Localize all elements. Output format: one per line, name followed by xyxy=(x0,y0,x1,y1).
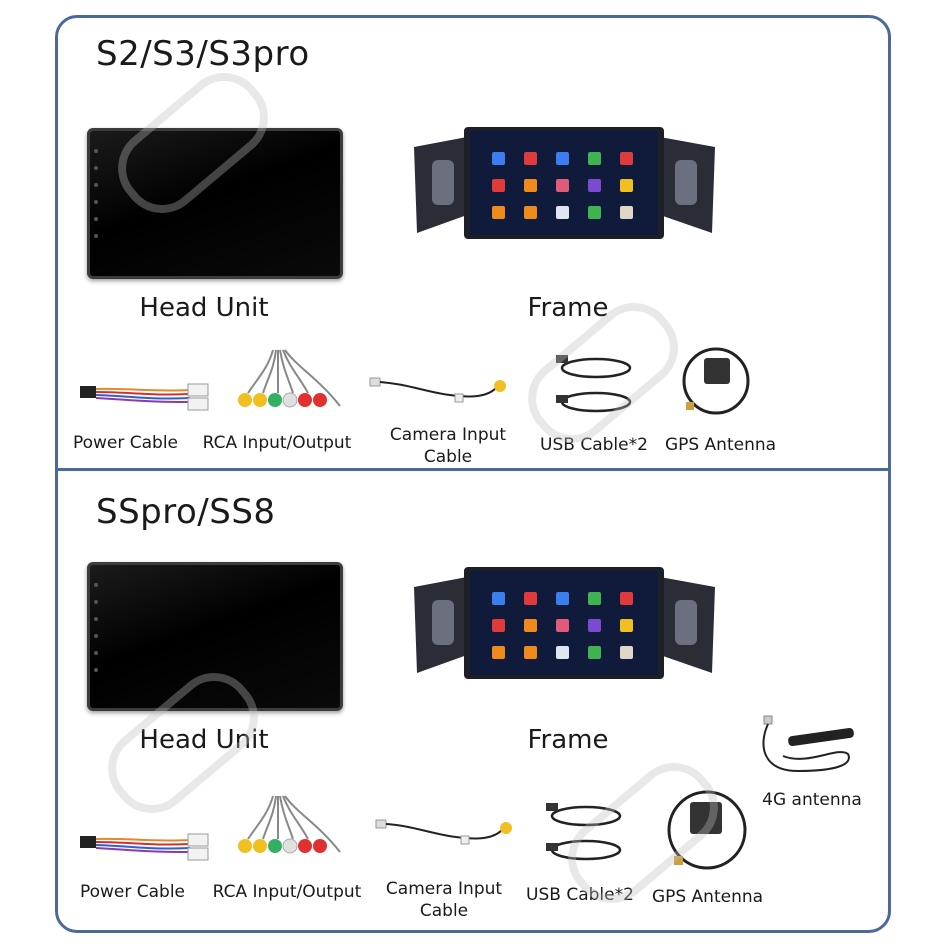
gps-antenna-icon xyxy=(667,790,747,870)
head-unit-label-2: Head Unit xyxy=(139,725,269,755)
power-cable-icon xyxy=(80,833,209,861)
camera-cable-icon xyxy=(375,819,512,845)
usb-cable-icon xyxy=(546,803,622,861)
accessory-label-rca-1: RCA Input/Output xyxy=(202,433,352,453)
section-divider xyxy=(55,468,891,471)
accessory-label-power-cable-2: Power Cable xyxy=(79,882,186,902)
accessory-label-4g-2: 4G antenna xyxy=(762,790,862,810)
app-grid-icon xyxy=(492,592,633,659)
accessory-label-power-cable-1: Power Cable xyxy=(72,433,179,453)
section-title-1: S2/S3/S3pro xyxy=(96,34,310,74)
usb-cable-icon xyxy=(556,355,632,413)
4g-antenna-icon xyxy=(762,715,854,773)
section-title-2: SSpro/SS8 xyxy=(96,492,276,532)
power-cable-icon xyxy=(80,383,209,411)
head-unit-image-1 xyxy=(87,128,343,279)
frame-image-1 xyxy=(414,127,715,239)
gps-antenna-icon xyxy=(682,347,750,415)
accessory-label-gps-1: GPS Antenna xyxy=(664,435,777,455)
head-unit-label-1: Head Unit xyxy=(139,293,269,323)
frame-label-1: Frame xyxy=(527,293,609,323)
camera-cable-icon xyxy=(369,377,506,403)
accessory-label-gps-2: GPS Antenna xyxy=(651,887,764,907)
rca-cable-icon xyxy=(238,795,341,854)
rca-cable-icon xyxy=(238,349,341,408)
head-unit-image-2 xyxy=(87,562,343,711)
accessory-label-usb-2: USB Cable*2 xyxy=(526,885,634,905)
outer-border xyxy=(55,15,891,933)
frame-label-2: Frame xyxy=(527,725,609,755)
accessory-label-usb-1: USB Cable*2 xyxy=(540,435,648,455)
frame-image-2 xyxy=(414,567,715,679)
accessory-label-rca-2: RCA Input/Output xyxy=(212,882,362,902)
app-grid-icon xyxy=(492,152,633,219)
